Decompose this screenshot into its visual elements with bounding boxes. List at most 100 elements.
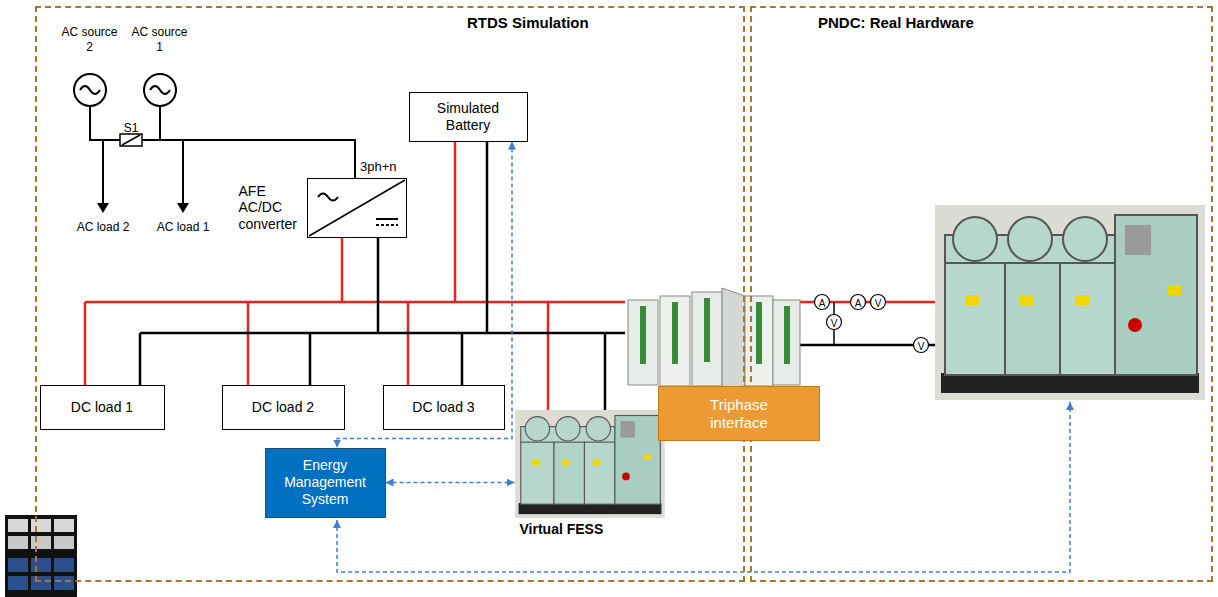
meter-letter: A: [855, 299, 862, 309]
node-text: RTDS Simulation: [467, 14, 589, 32]
flywheel-unit: Virtual FESS: [515, 410, 665, 540]
dc-load-box: DC load 1: [40, 385, 165, 430]
switch-symbol: [122, 135, 140, 145]
dc-negative-wire: [377, 238, 380, 333]
node-text: AFE AC/DC converter: [239, 183, 305, 233]
amplifier-cabinets: [692, 292, 722, 386]
converter-symbol: [376, 224, 398, 226]
rtds-rack-photo: [8, 558, 28, 572]
meter-letter: V: [831, 319, 838, 329]
part-label: 3ph+n: [360, 157, 397, 175]
amplifier-cabinets: [704, 298, 710, 362]
rtds-rack-photo: [8, 519, 28, 532]
ems-box: Energy Management System: [265, 448, 386, 518]
ac-wiring: [150, 86, 170, 94]
converter-symbol: [318, 194, 338, 201]
dc-positive-wire: [341, 238, 344, 302]
flywheel-hardware-photo: [935, 205, 1205, 400]
dc-negative-wire: [140, 142, 935, 410]
node-text: Triphase interface: [699, 396, 779, 432]
virtual-flywheel-photo: [515, 410, 665, 518]
load-arrowhead: [97, 203, 189, 213]
dc-negative-wire: [140, 332, 625, 335]
converter-symbol: [309, 180, 405, 236]
text-holder: Virtual FESS: [520, 520, 604, 538]
text-holder: AC source 2: [59, 25, 121, 54]
amplifier-cabinets: [722, 288, 745, 388]
meter-label: A: [855, 294, 862, 310]
amplifier-cabinets: [628, 300, 658, 385]
rtds-rack-photo: [8, 536, 28, 549]
dc-positive-wire: [547, 302, 550, 410]
meter-symbol: [871, 295, 886, 310]
rtds-rack-photo: [54, 576, 74, 590]
flywheel-hardware-photo: [935, 205, 1205, 400]
text-holder: AC source 1: [129, 25, 191, 54]
ac-wiring: [80, 86, 355, 204]
dc-load-box: DC load 3: [383, 385, 505, 430]
amplifier-cabinets: [640, 306, 646, 364]
node-text: DC load 1: [71, 399, 133, 416]
switch-symbol: [120, 134, 142, 146]
meter-symbol: [827, 315, 842, 330]
meter-label: A: [819, 294, 826, 310]
label-text: AC load 1: [157, 220, 210, 234]
load-arrowhead: [97, 203, 109, 213]
dc-negative-wire: [139, 333, 142, 385]
dc-positive-wire: [85, 301, 625, 304]
meter-letter: V: [918, 342, 925, 352]
node-text: AC source 1: [129, 25, 191, 54]
dc-load-box: DC load 2: [222, 385, 345, 430]
dc-positive-wire: [247, 302, 250, 385]
node-text: AC source 2: [59, 25, 121, 54]
meter-symbol: [914, 338, 929, 353]
meter-label: V: [918, 337, 925, 353]
amplifier-cabinets: [628, 288, 800, 388]
meter-label: V: [875, 294, 882, 310]
switch-symbol: [120, 134, 142, 146]
rtds-rack-photo: [54, 519, 74, 532]
hardware-region: PNDC: Real Hardware: [750, 6, 1213, 582]
control-link: [386, 482, 515, 484]
rtds-rack-photo: [31, 519, 51, 532]
dc-positive-wire: [84, 302, 87, 385]
rtds-rack-photo: [8, 576, 28, 590]
node-text: DC load 2: [252, 399, 314, 416]
node-text: Simulated Battery: [418, 100, 519, 134]
meter-letter: V: [875, 299, 882, 309]
rtds-rack-photo: [31, 536, 51, 549]
amplifier-cabinets: [784, 306, 790, 364]
interface-box: Triphase interface: [658, 386, 820, 441]
ac-wiring: [159, 107, 161, 140]
amplifier-cabinets: [756, 302, 762, 364]
dc-positive-wire: [454, 142, 457, 302]
part-label: S1: [124, 118, 139, 136]
control-link: [337, 142, 512, 448]
text-holder: RTDS Simulation: [467, 14, 589, 32]
node-text: DC load 3: [412, 399, 474, 416]
rtds-rack-photo: [54, 558, 74, 572]
label-text: AC load 2: [77, 220, 130, 234]
dc-negative-wire: [309, 333, 312, 385]
node-text: PNDC: Real Hardware: [818, 14, 974, 32]
label-text: 3ph+n: [360, 159, 397, 175]
amplifier-cabinets: [672, 302, 678, 364]
converter-symbol: [309, 180, 405, 236]
ac-source-circle: AC source 1: [143, 73, 177, 107]
node-text: Virtual FESS: [520, 521, 604, 538]
amplifier-cabinets: [660, 296, 690, 386]
text-holder: PNDC: Real Hardware: [818, 14, 974, 32]
part-label: AC load 1: [157, 217, 210, 235]
simulation-region: RTDS Simulation AC source 2 AC source 1 Sim…: [35, 6, 745, 582]
ac-wiring: [80, 86, 100, 94]
dc-negative-wire: [461, 333, 464, 385]
meter-symbol: [851, 295, 866, 310]
converter-symbol: [376, 218, 398, 220]
dc-positive-wire: [407, 302, 410, 385]
part-label: AC load 2: [77, 217, 130, 235]
meter-symbol: [815, 295, 929, 353]
rtds-rack-photo: [5, 515, 77, 597]
battery-box: Simulated Battery: [409, 92, 528, 142]
